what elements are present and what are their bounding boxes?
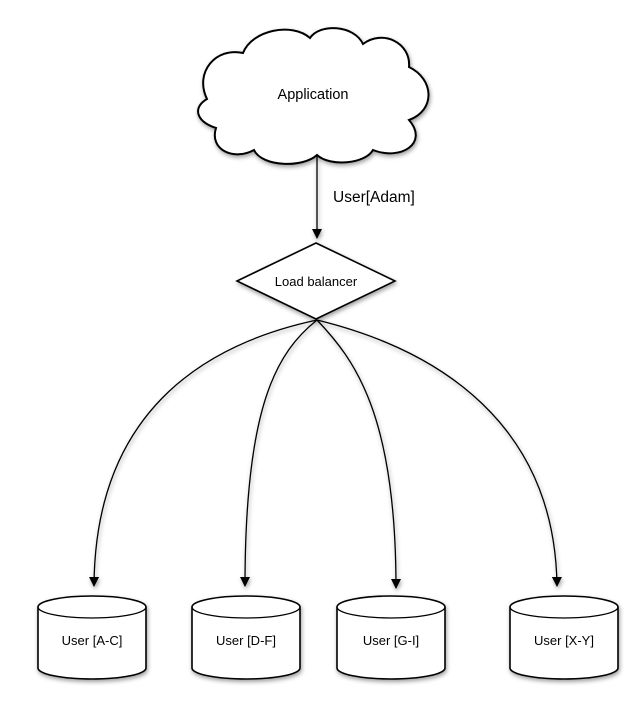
- edge-lb-to-shard-g-i: [316, 319, 401, 589]
- load-balancer-node-label: Load balancer: [275, 274, 358, 289]
- load-balancer-diamond-shape: [235, 242, 397, 320]
- edge-user-adam-label: User[Adam]: [333, 189, 415, 206]
- edge-lb-to-shard-a-c: [89, 319, 318, 587]
- edge-lb-to-shard-x-y: [316, 319, 562, 587]
- shard-label-d-f: User [D-F]: [216, 633, 276, 648]
- shard-cylinder-g-i: [336, 595, 446, 680]
- shard-label-x-y: User [X-Y]: [534, 633, 594, 648]
- shard-label-g-i: User [G-I]: [363, 633, 419, 648]
- shard-label-a-c: User [A-C]: [62, 633, 123, 648]
- shard-cylinder-d-f: [191, 595, 301, 680]
- shard-cylinder-a-c: [37, 595, 147, 680]
- edge-lb-to-shard-d-f: [240, 319, 318, 587]
- application-cloud-shape: [197, 27, 430, 165]
- shard-cylinder-x-y: [509, 595, 619, 680]
- application-node-label: Application: [278, 87, 349, 103]
